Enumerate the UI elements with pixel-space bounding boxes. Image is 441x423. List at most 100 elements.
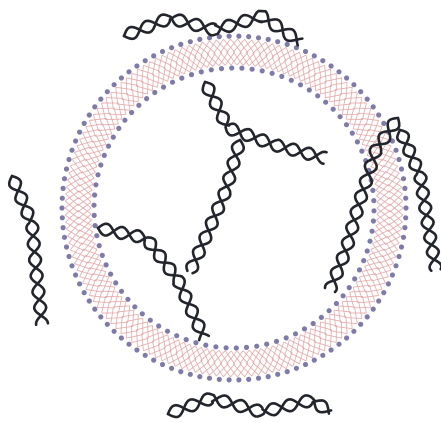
lipid-head-outer	[62, 235, 67, 240]
lipid-head-inner	[250, 67, 255, 72]
lipid-head-inner	[213, 344, 218, 349]
lipid-head-outer	[160, 362, 165, 367]
lipid-head-outer	[60, 215, 65, 220]
lipid-head-outer	[246, 377, 251, 382]
lipid-head-inner	[125, 297, 130, 302]
lipid-head-inner	[371, 208, 376, 213]
lipid-head-outer	[105, 89, 110, 94]
lipid-head-outer	[178, 369, 183, 374]
lipid-head-outer	[92, 104, 97, 109]
lipid-head-inner	[319, 315, 324, 320]
lipid-head-inner	[331, 107, 336, 112]
lipid-head-inner	[274, 339, 279, 344]
lipid-head-outer	[351, 329, 356, 334]
lipid-head-inner	[371, 198, 376, 203]
lipid-head-outer	[105, 322, 110, 327]
lipid-head-inner	[111, 135, 116, 140]
lipid-head-inner	[136, 103, 141, 108]
lipid-head-inner	[370, 188, 375, 193]
lipid-head-inner	[367, 239, 372, 244]
lipid-head-inner	[91, 203, 96, 208]
lipid-head-inner	[98, 162, 103, 167]
lipid-head-inner	[113, 280, 118, 285]
lipid-head-inner	[284, 335, 289, 340]
lipid-head-inner	[156, 323, 161, 328]
lipid-head-outer	[403, 215, 408, 220]
lipid-head-inner	[129, 110, 134, 115]
lipid-head-outer	[246, 34, 251, 39]
lipid-head-outer	[236, 34, 241, 39]
lipid-head-outer	[197, 37, 202, 42]
lipid-head-outer	[393, 148, 398, 153]
lipid-head-inner	[344, 122, 349, 127]
lipid-head-outer	[402, 186, 407, 191]
lipid-head-outer	[344, 335, 349, 340]
lipid-head-outer	[371, 307, 376, 312]
lipid-head-outer	[227, 34, 232, 39]
lipid-head-outer	[329, 63, 334, 68]
lipid-head-outer	[402, 225, 407, 230]
lipid-head-outer	[312, 358, 317, 363]
lipid-head-inner	[193, 340, 198, 345]
lipid-head-outer	[401, 235, 406, 240]
lipid-head-inner	[234, 345, 239, 350]
lipid-head-inner	[144, 96, 149, 101]
lipid-head-outer	[399, 244, 404, 249]
lipid-head-outer	[61, 225, 66, 230]
lipid-head-outer	[236, 377, 241, 382]
lipid-head-inner	[370, 229, 375, 234]
lipid-head-outer	[207, 376, 212, 381]
lipid-head-inner	[148, 318, 153, 323]
lipid-head-outer	[256, 376, 261, 381]
lipid-head-inner	[116, 126, 121, 131]
lipid-head-outer	[112, 82, 117, 87]
lipid-head-inner	[347, 285, 352, 290]
lipid-head-outer	[381, 290, 386, 295]
lipid-head-outer	[266, 374, 271, 379]
lipid-head-outer	[112, 329, 117, 334]
lipid-head-outer	[401, 176, 406, 181]
lipid-head-outer	[66, 157, 71, 162]
lipid-head-inner	[302, 326, 307, 331]
lipid-head-outer	[312, 53, 317, 58]
lipid-head-outer	[275, 39, 280, 44]
lipid-head-outer	[396, 157, 401, 162]
lipid-head-outer	[285, 42, 290, 47]
lipid-head-inner	[140, 311, 145, 316]
lipid-head-inner	[209, 67, 214, 72]
lipid-head-outer	[344, 75, 349, 80]
lipid-head-outer	[371, 104, 376, 109]
lipid-head-outer	[227, 377, 232, 382]
lipid-head-outer	[376, 112, 381, 117]
lipid-head-inner	[152, 90, 157, 95]
lipid-head-outer	[61, 186, 66, 191]
lipid-head-inner	[219, 66, 224, 71]
lipid-head-inner	[184, 337, 189, 342]
lipid-head-outer	[77, 281, 82, 286]
lipid-head-outer	[59, 205, 64, 210]
lipid-head-outer	[82, 290, 87, 295]
lipid-head-outer	[399, 166, 404, 171]
lipid-head-inner	[350, 131, 355, 136]
lipid-head-inner	[94, 233, 99, 238]
lipid-head-outer	[126, 69, 131, 74]
lipid-head-inner	[229, 65, 234, 70]
lipid-head-outer	[386, 281, 391, 286]
lipid-head-outer	[87, 112, 92, 117]
lipid-head-inner	[104, 262, 109, 267]
lipid-head-inner	[97, 243, 102, 248]
lipid-head-inner	[307, 87, 312, 92]
lipid-head-outer	[143, 58, 148, 63]
lipid-head-outer	[160, 49, 165, 54]
lipid-head-outer	[256, 35, 261, 40]
lipid-head-inner	[327, 308, 332, 313]
lipid-head-inner	[254, 344, 259, 349]
lipid-head-outer	[303, 49, 308, 54]
lipid-head-inner	[361, 258, 366, 263]
lipid-head-inner	[264, 342, 269, 347]
lipid-head-inner	[298, 82, 303, 87]
lipid-head-outer	[188, 39, 193, 44]
lipid-head-inner	[100, 253, 105, 258]
lipid-head-inner	[165, 329, 170, 334]
